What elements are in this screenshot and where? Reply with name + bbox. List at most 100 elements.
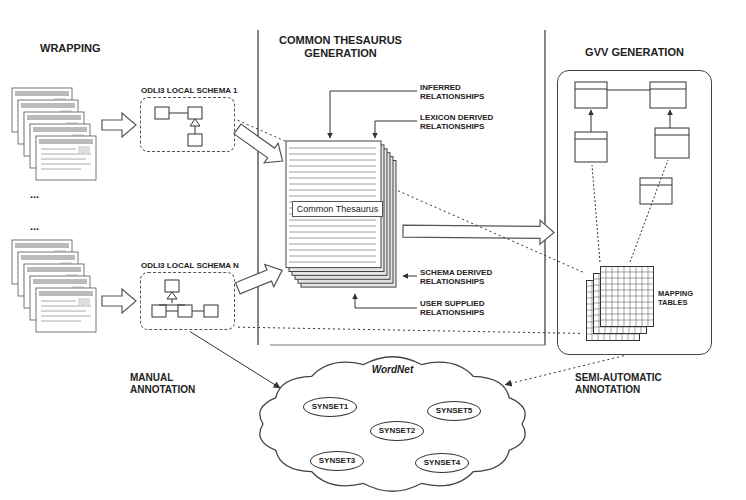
line-art	[670, 110, 671, 128]
node-text: SYNSET4	[424, 458, 460, 467]
line-art	[190, 119, 200, 126]
node-text: SYNSET2	[379, 426, 415, 435]
node-text: SYNSET5	[436, 406, 472, 415]
source-documents	[12, 88, 96, 332]
line-art	[403, 276, 417, 277]
page-line	[289, 238, 376, 239]
node-text: GVV GENERATION	[538, 46, 731, 59]
node-text: ODLI3 LOCAL SCHEMA N	[141, 261, 251, 270]
relationship-label: SCHEMA DERIVED RELATIONSHIPS	[420, 268, 520, 286]
page-line	[289, 250, 376, 251]
node-text: ODLI3 LOCAL SCHEMA 1	[141, 86, 251, 95]
link-line	[238, 327, 583, 333]
flow-arrow	[403, 220, 554, 244]
node-text: SYNSET3	[319, 456, 355, 465]
line-art	[166, 311, 178, 312]
relationship-label: USER SUPPLIED RELATIONSHIPS	[420, 299, 520, 317]
local-schema: ODLI3 LOCAL SCHEMA 1	[140, 97, 235, 152]
grid-sheet	[601, 267, 654, 327]
synset-ellipse: SYNSET3	[310, 451, 364, 471]
grid-stack	[586, 266, 654, 341]
flow-arrow	[236, 264, 283, 293]
column-divider	[258, 30, 545, 345]
schema-class	[152, 107, 218, 317]
line-art	[575, 139, 607, 140]
thesaurus-stack: Common Thesaurus	[285, 140, 400, 292]
line-art	[375, 121, 417, 138]
synset-ellipse: SYNSET2	[370, 421, 424, 441]
line-art	[257, 30, 258, 345]
line-art	[165, 280, 179, 292]
page-line	[289, 232, 376, 233]
line-art	[172, 299, 173, 303]
page-line	[289, 166, 376, 167]
page-line	[289, 160, 376, 161]
link-line	[190, 332, 280, 388]
line-art	[575, 89, 607, 90]
annotation-label: SEMI-AUTOMATIC ANNOTATION	[575, 372, 705, 395]
line-art	[188, 134, 202, 146]
line-art	[655, 135, 689, 136]
wrap-arrow	[102, 113, 136, 313]
annotation-label: MANUAL ANNOTATION	[130, 372, 225, 395]
gvv-panel: GVV GENERATIONMAPPING TABLES	[557, 70, 712, 355]
ellipsis-mark: ...	[30, 188, 60, 201]
page-line	[289, 220, 376, 221]
column-heading: WRAPPING	[40, 42, 150, 55]
node-text: MAPPING TABLES	[658, 290, 706, 307]
line-art	[178, 305, 192, 317]
page-line	[289, 154, 376, 155]
line-art	[159, 305, 185, 306]
line-art	[152, 305, 166, 317]
line-art	[640, 178, 672, 204]
line-art	[167, 292, 177, 299]
line-art	[102, 289, 136, 313]
page-line	[289, 256, 376, 257]
line-art	[650, 89, 686, 90]
local-schema: ODLI3 LOCAL SCHEMA N	[140, 272, 235, 330]
page-line	[289, 184, 376, 185]
mapping-table: MAPPING TABLES	[586, 266, 654, 341]
line-art	[204, 305, 218, 317]
line-art	[591, 110, 592, 132]
node-text: WordNet	[255, 364, 530, 376]
synset-ellipse: SYNSET4	[415, 453, 469, 473]
line-art	[630, 160, 668, 262]
line-art	[188, 107, 202, 119]
line-art	[575, 132, 607, 162]
flow-arrow	[234, 124, 283, 163]
line-art	[330, 91, 417, 138]
line-art	[592, 165, 600, 262]
page-line	[289, 178, 376, 179]
line-art	[355, 294, 417, 308]
page-line	[289, 172, 376, 173]
page-line	[289, 196, 376, 197]
page-line	[289, 190, 376, 191]
line-art	[640, 185, 672, 186]
line-art	[102, 113, 136, 137]
synset-ellipse: SYNSET1	[303, 397, 357, 417]
synset-ellipse: SYNSET5	[427, 401, 481, 421]
page-line	[289, 244, 376, 245]
line-art	[155, 107, 169, 119]
global-view-class	[575, 82, 689, 262]
node-text: Common Thesaurus	[292, 201, 383, 217]
link-line	[238, 120, 584, 272]
page-line	[289, 226, 376, 227]
line-art	[169, 113, 188, 114]
line-art	[36, 288, 96, 332]
line-art	[192, 311, 204, 312]
relationship-label: LEXICON DERIVED RELATIONSHIPS	[420, 113, 520, 131]
line-art	[655, 128, 689, 158]
line-art	[36, 136, 96, 180]
node-text: SYNSET1	[312, 402, 348, 411]
column-heading: COMMON THESAURUS GENERATION	[268, 34, 413, 59]
line-art	[607, 90, 650, 91]
wordnet-cloud: WordNetSYNSET1SYNSET2SYNSET3 SYNSET4 SYNSE…	[255, 355, 530, 493]
line-art	[544, 30, 545, 345]
page-line	[289, 262, 376, 263]
ellipsis-mark: ...	[30, 220, 60, 233]
line-art	[575, 82, 607, 108]
page-line	[289, 148, 376, 149]
